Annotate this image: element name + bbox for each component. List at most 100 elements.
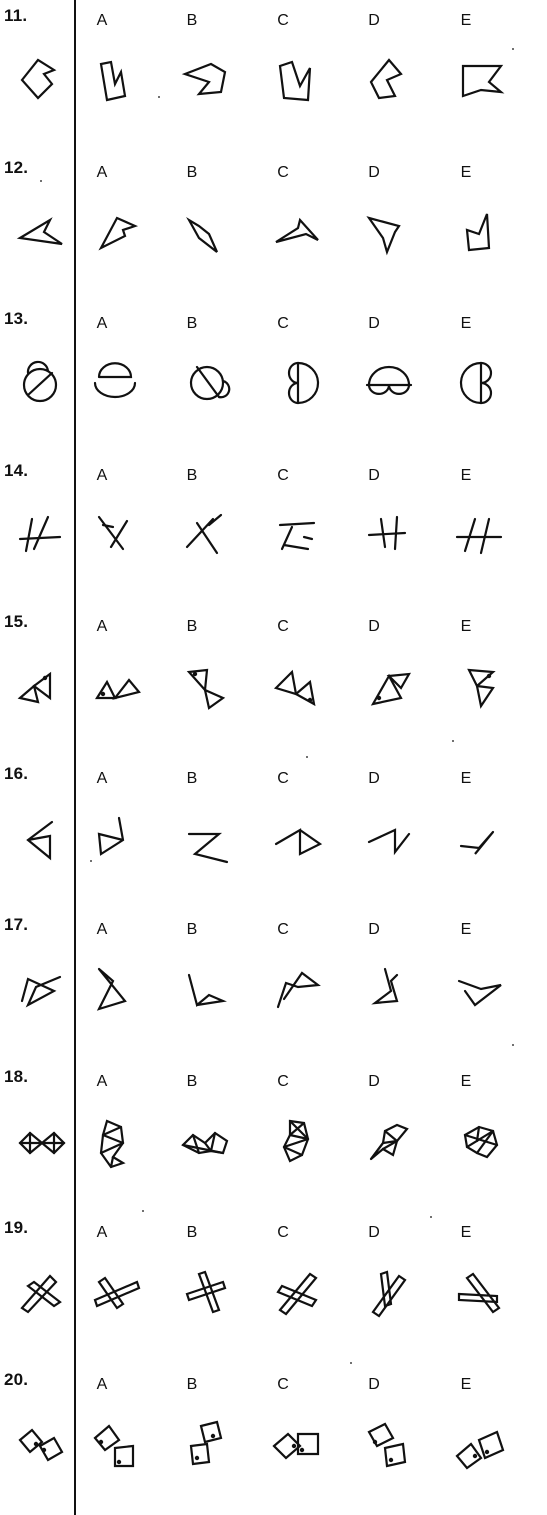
option-figure[interactable] xyxy=(89,1264,145,1320)
option-letter: C xyxy=(268,770,298,788)
option-figure[interactable] xyxy=(361,961,417,1017)
option-letter: E xyxy=(451,618,481,636)
option-figure[interactable] xyxy=(453,355,509,411)
option-figure[interactable] xyxy=(270,355,326,411)
option-letter: D xyxy=(359,164,389,182)
scan-speck xyxy=(40,180,42,182)
option-figure[interactable] xyxy=(361,810,417,866)
option-figure[interactable] xyxy=(270,1416,326,1472)
option-figure[interactable] xyxy=(270,507,326,563)
scan-speck xyxy=(430,1216,432,1218)
option-letter: E xyxy=(451,921,481,939)
option-figure[interactable] xyxy=(89,961,145,1017)
option-figure[interactable] xyxy=(270,52,326,108)
option-figure[interactable] xyxy=(453,1113,509,1169)
option-letter: A xyxy=(87,315,117,333)
option-figure[interactable] xyxy=(179,355,235,411)
option-figure[interactable] xyxy=(179,1416,235,1472)
option-figure[interactable] xyxy=(270,1264,326,1320)
option-letter: E xyxy=(451,1376,481,1394)
option-figure[interactable] xyxy=(179,1113,235,1169)
option-figure[interactable] xyxy=(89,52,145,108)
question-number: 14. xyxy=(4,461,28,481)
option-figure[interactable] xyxy=(453,1264,509,1320)
option-figure[interactable] xyxy=(179,810,235,866)
figure-drawing xyxy=(453,204,509,260)
option-letter: B xyxy=(177,1073,207,1091)
figure-drawing xyxy=(270,810,326,866)
option-figure[interactable] xyxy=(89,204,145,260)
option-figure[interactable] xyxy=(89,810,145,866)
option-figure[interactable] xyxy=(89,658,145,714)
option-figure[interactable] xyxy=(361,52,417,108)
option-letter: E xyxy=(451,1073,481,1091)
option-letter: C xyxy=(268,164,298,182)
option-letter: E xyxy=(451,770,481,788)
option-figure[interactable] xyxy=(270,658,326,714)
option-figure[interactable] xyxy=(453,658,509,714)
option-figure[interactable] xyxy=(453,507,509,563)
option-letter: B xyxy=(177,467,207,485)
question-row: 20.ABCDE xyxy=(0,1364,547,1515)
option-figure[interactable] xyxy=(179,658,235,714)
figure-drawing xyxy=(453,52,509,108)
figure-drawing xyxy=(89,1416,145,1472)
option-figure[interactable] xyxy=(179,52,235,108)
option-figure[interactable] xyxy=(361,507,417,563)
option-figure[interactable] xyxy=(361,355,417,411)
option-figure[interactable] xyxy=(270,810,326,866)
question-figure xyxy=(14,204,70,260)
option-letter: A xyxy=(87,12,117,30)
option-figure[interactable] xyxy=(89,355,145,411)
option-figure[interactable] xyxy=(453,961,509,1017)
scan-speck xyxy=(512,48,514,50)
option-letter: A xyxy=(87,1073,117,1091)
option-figure[interactable] xyxy=(453,810,509,866)
option-figure[interactable] xyxy=(453,52,509,108)
question-number: 17. xyxy=(4,915,28,935)
figure-drawing xyxy=(89,52,145,108)
option-figure[interactable] xyxy=(453,1416,509,1472)
option-figure[interactable] xyxy=(89,1113,145,1169)
option-figure[interactable] xyxy=(179,204,235,260)
question-row: 15.ABCDE xyxy=(0,606,547,757)
figure-drawing xyxy=(179,810,235,866)
option-figure[interactable] xyxy=(179,1264,235,1320)
question-figure xyxy=(14,810,70,866)
option-figure[interactable] xyxy=(453,204,509,260)
option-figure[interactable] xyxy=(89,1416,145,1472)
question-row: 11.ABCDE xyxy=(0,0,547,151)
figure-drawing xyxy=(361,1113,417,1169)
option-letter: B xyxy=(177,618,207,636)
option-figure[interactable] xyxy=(361,1113,417,1169)
question-row: 12.ABCDE xyxy=(0,152,547,303)
figure-drawing xyxy=(361,1416,417,1472)
figure-drawing xyxy=(179,961,235,1017)
figure-drawing xyxy=(361,204,417,260)
option-figure[interactable] xyxy=(270,204,326,260)
scan-speck xyxy=(350,1362,352,1364)
option-figure[interactable] xyxy=(89,507,145,563)
figure-drawing xyxy=(179,658,235,714)
option-letter: A xyxy=(87,467,117,485)
option-figure[interactable] xyxy=(361,204,417,260)
figure-drawing xyxy=(361,1264,417,1320)
option-figure[interactable] xyxy=(361,658,417,714)
option-letter: C xyxy=(268,921,298,939)
figure-drawing xyxy=(453,961,509,1017)
option-figure[interactable] xyxy=(270,961,326,1017)
option-letter: E xyxy=(451,164,481,182)
figure-drawing xyxy=(179,1264,235,1320)
option-letter: D xyxy=(359,770,389,788)
option-figure[interactable] xyxy=(361,1264,417,1320)
question-row: 17.ABCDE xyxy=(0,909,547,1060)
option-figure[interactable] xyxy=(179,507,235,563)
option-letter: A xyxy=(87,164,117,182)
option-figure[interactable] xyxy=(270,1113,326,1169)
option-letter: C xyxy=(268,618,298,636)
question-figure xyxy=(14,355,70,411)
option-figure[interactable] xyxy=(179,961,235,1017)
option-figure[interactable] xyxy=(361,1416,417,1472)
figure-drawing xyxy=(14,658,70,714)
option-letter: A xyxy=(87,1376,117,1394)
